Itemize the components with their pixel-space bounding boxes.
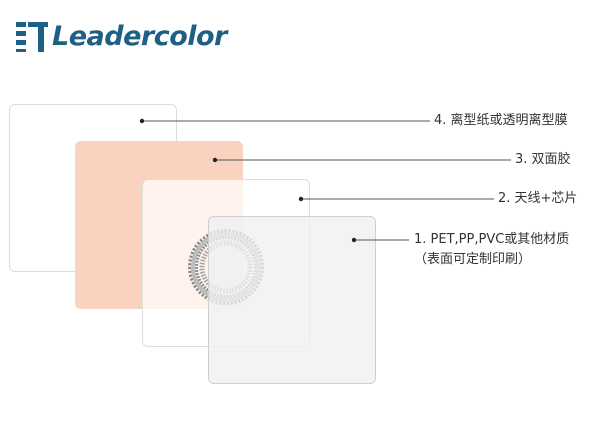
leader-line-3 (212, 157, 511, 163)
face-material-layer (208, 216, 376, 384)
leader-line-4 (139, 118, 430, 124)
brand-name: Leadercolor (52, 20, 227, 52)
layer-3-label: 3. 双面胶 (515, 152, 571, 167)
layer-4-label: 4. 离型纸或透明离型膜 (434, 113, 568, 128)
brand-logo: Leadercolor (14, 16, 227, 56)
leader-line-2 (298, 196, 494, 202)
leader-line-1 (351, 237, 409, 243)
layer-1-label: 1. PET,PP,PVC或其他材质 (414, 232, 570, 247)
layer-1-sublabel: （表面可定制印刷） (414, 252, 532, 267)
layer-2-label: 2. 天线+芯片 (498, 191, 578, 206)
leadercolor-logo-icon (16, 22, 48, 52)
